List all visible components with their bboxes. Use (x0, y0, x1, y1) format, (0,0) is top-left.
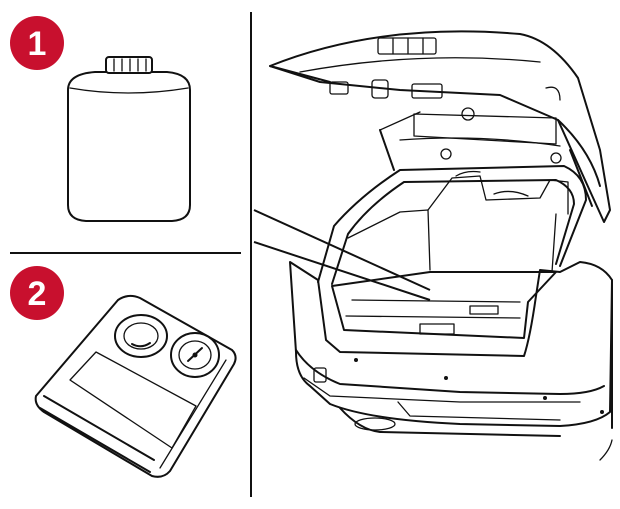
badge-1-number: 1 (28, 25, 47, 63)
item-2-badge: 2 (10, 266, 64, 320)
tire-inflator-kit-icon (36, 296, 236, 477)
open-tailgate-cargo-area-icon (270, 31, 612, 460)
sealant-bottle-icon (68, 57, 190, 221)
badge-2-number: 2 (28, 275, 47, 313)
item-1-badge: 1 (10, 16, 64, 70)
